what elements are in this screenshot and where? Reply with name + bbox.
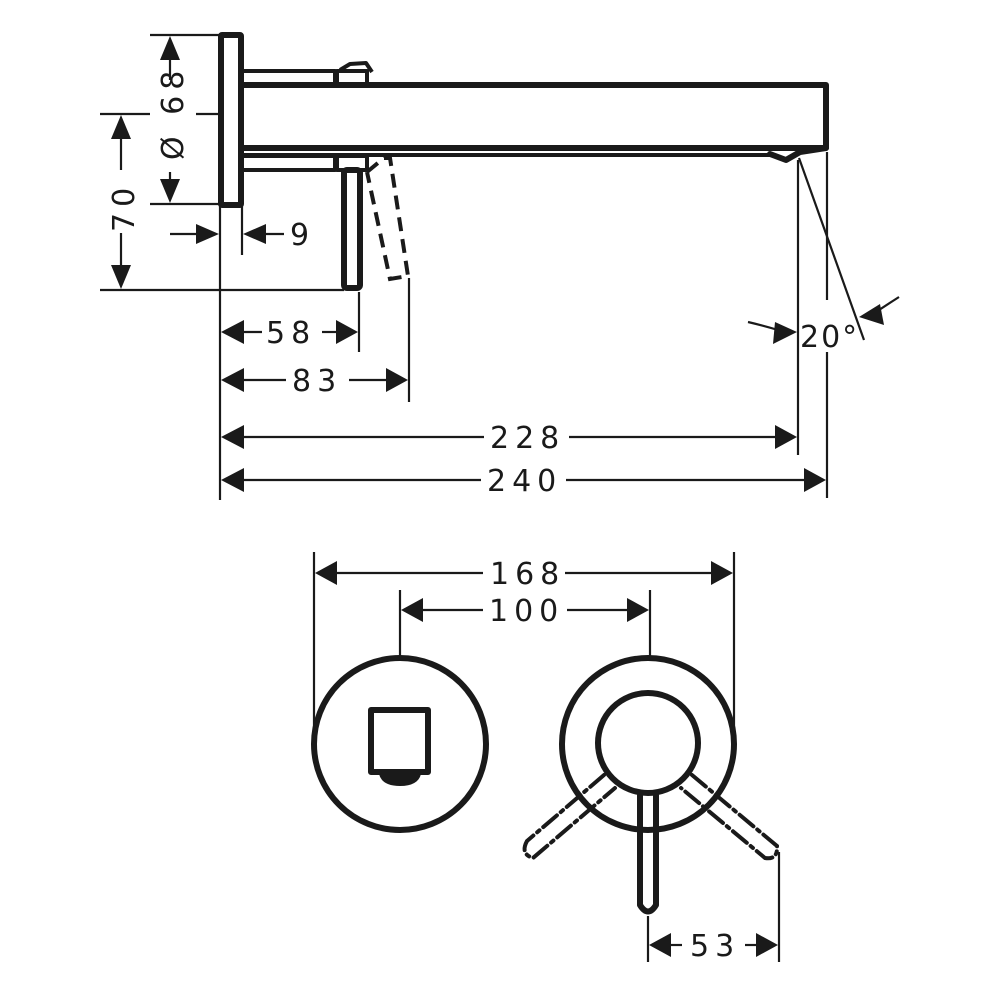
dim-lever-swing: 53 xyxy=(646,852,781,964)
dim-rosette-diameter: Ø 68 xyxy=(150,33,220,206)
spout-outlet-face xyxy=(368,707,431,775)
lever-open-dashed xyxy=(365,156,411,282)
label-centre-distance: 100 xyxy=(489,594,564,629)
label-lever-height: 70 xyxy=(107,182,142,232)
mixer-cartridge xyxy=(595,690,701,796)
front-view: 168 100 53 xyxy=(311,552,781,964)
spout-rosette xyxy=(311,655,489,833)
dim-lever-height: 70 xyxy=(100,112,344,292)
spout-aerator xyxy=(767,145,829,163)
label-overall-width: 168 xyxy=(490,557,565,592)
dim-lever-open-offset: 83 xyxy=(221,278,411,402)
rosette-plate xyxy=(218,32,244,208)
side-view: Ø 68 70 9 xyxy=(100,32,900,500)
label-spout-length: 240 xyxy=(487,464,562,499)
lever-swing-left xyxy=(522,773,617,861)
label-lever-open-offset: 83 xyxy=(292,364,342,399)
upper-collar-tip xyxy=(338,61,374,74)
dim-centre-distance: 100 xyxy=(398,590,652,658)
label-spout-outlet: 228 xyxy=(490,421,565,456)
label-outlet-angle: 20° xyxy=(800,320,859,355)
dim-spout-outlet: 228 xyxy=(221,160,800,456)
lever-swing-right xyxy=(679,773,780,861)
label-lever-offset: 58 xyxy=(266,316,316,351)
mixer-rosette xyxy=(559,655,737,833)
spout-body xyxy=(238,82,829,151)
label-lever-swing: 53 xyxy=(690,929,740,964)
dim-outlet-angle: 20° xyxy=(747,157,900,355)
dim-lever-offset: 58 xyxy=(221,292,361,352)
label-rosette-thickness: 9 xyxy=(290,218,315,253)
lower-connector xyxy=(239,154,337,172)
spout-aerator-front xyxy=(379,774,421,786)
dim-overall-width: 168 xyxy=(312,552,736,744)
dim-rosette-thickness: 9 xyxy=(170,205,315,500)
lever-centre xyxy=(637,792,659,915)
dim-spout-length: 240 xyxy=(221,152,829,499)
lever-closed xyxy=(341,167,363,291)
label-rosette-diameter: Ø 68 xyxy=(156,65,191,160)
